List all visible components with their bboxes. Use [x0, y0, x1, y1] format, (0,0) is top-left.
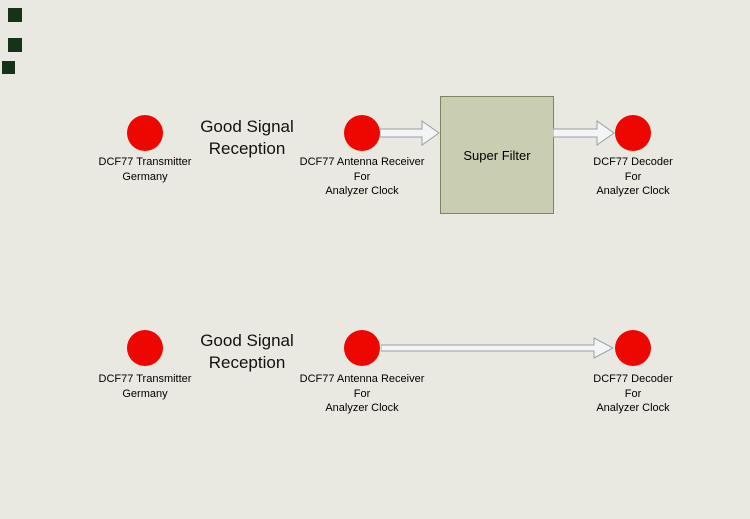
top-arrow-antenna-to-filter-icon — [380, 120, 440, 146]
bottom-decoder-label-line3: Analyzer Clock — [596, 402, 670, 415]
top-antenna-label-line3: Analyzer Clock — [325, 185, 399, 198]
bottom-transmitter-label-line1: DCF77 Transmitter — [98, 373, 192, 385]
top-decoder-node — [615, 115, 651, 151]
top-antenna-label: DCF77 Antenna Receiver For Analyzer Cloc… — [287, 155, 437, 199]
bottom-decoder-label-line1: DCF77 Decoder — [593, 373, 673, 385]
top-antenna-label-line2: For — [353, 170, 371, 183]
super-filter-label: Super Filter — [463, 147, 531, 163]
top-antenna-node — [344, 115, 380, 151]
top-reception-text: Good Signal Reception — [183, 116, 311, 161]
corner-marker-3 — [2, 61, 15, 74]
top-transmitter-label-line1: DCF77 Transmitter — [98, 156, 192, 168]
top-antenna-label-line1: DCF77 Antenna Receiver — [299, 156, 425, 168]
bottom-antenna-label-line1: DCF77 Antenna Receiver — [299, 373, 425, 385]
bottom-transmitter-node — [127, 330, 163, 366]
bottom-arrow-antenna-to-decoder-icon — [381, 337, 614, 359]
top-arrow-filter-to-decoder-icon — [553, 120, 615, 146]
bottom-reception-line2: Reception — [208, 353, 286, 373]
bottom-antenna-label: DCF77 Antenna Receiver For Analyzer Cloc… — [287, 372, 437, 416]
bottom-decoder-node — [615, 330, 651, 366]
top-reception-line1: Good Signal — [200, 117, 294, 136]
top-decoder-label: DCF77 Decoder For Analyzer Clock — [573, 155, 693, 199]
bottom-antenna-label-line3: Analyzer Clock — [325, 402, 399, 415]
top-decoder-label-line2: For — [624, 170, 642, 183]
top-reception-line2: Reception — [208, 139, 286, 159]
top-transmitter-label-line2: Germany — [122, 170, 168, 183]
corner-marker-1 — [8, 8, 22, 22]
bottom-decoder-label-line2: For — [624, 387, 642, 400]
corner-marker-2 — [8, 38, 22, 52]
super-filter-box: Super Filter — [440, 96, 554, 214]
top-transmitter-node — [127, 115, 163, 151]
bottom-decoder-label: DCF77 Decoder For Analyzer Clock — [573, 372, 693, 416]
bottom-transmitter-label-line2: Germany — [122, 387, 168, 400]
bottom-antenna-label-line2: For — [353, 387, 371, 400]
bottom-reception-line1: Good Signal — [200, 331, 294, 350]
bottom-antenna-node — [344, 330, 380, 366]
top-decoder-label-line1: DCF77 Decoder — [593, 156, 673, 168]
top-decoder-label-line3: Analyzer Clock — [596, 185, 670, 198]
bottom-transmitter-label: DCF77 Transmitter Germany — [85, 372, 205, 401]
bottom-reception-text: Good Signal Reception — [183, 330, 311, 375]
top-transmitter-label: DCF77 Transmitter Germany — [85, 155, 205, 184]
